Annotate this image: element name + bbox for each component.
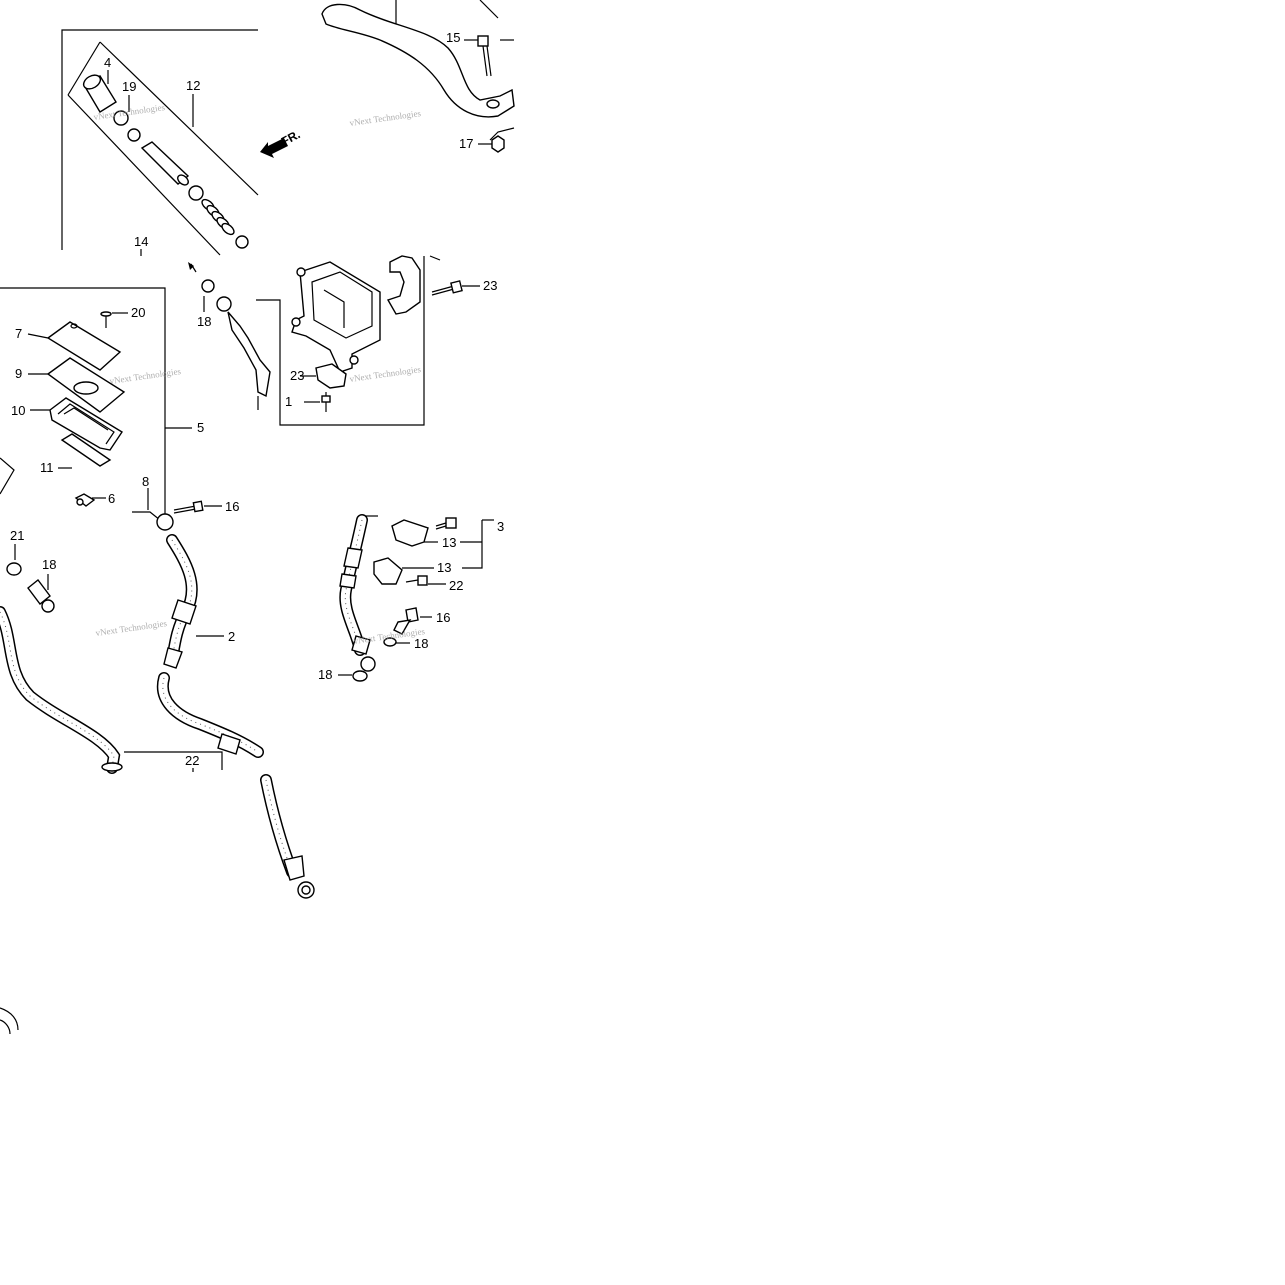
spring-part [201, 198, 235, 236]
callout-13-upper: 13 [442, 535, 456, 550]
callout-21: 1 [285, 394, 292, 409]
diaphragm-part: 10 [11, 397, 123, 451]
brake-lever-part [321, 0, 515, 141]
holder-bolt-part: 23 [431, 278, 497, 296]
circlip-part [113, 110, 129, 126]
hose-clamp-lower-part [373, 557, 403, 585]
lower-washer-part: 18 [318, 667, 368, 682]
lower-bolt-part: 16 [173, 499, 239, 514]
right-banjo-bolt-part: 16 [393, 607, 450, 635]
center-brake-hose-part: 8 2 [132, 474, 315, 899]
callout-20: 20 [131, 305, 145, 320]
left-banjo-bolt-part [27, 574, 55, 613]
callout-5: 5 [197, 420, 204, 435]
callout-9: 9 [15, 366, 22, 381]
master-cylinder-body-part [291, 261, 381, 373]
callout-7: 7 [15, 326, 22, 341]
switch-screw-part: 1 [285, 392, 331, 412]
watermark: vNext Technologies [349, 364, 422, 384]
callout-23-top: 23 [483, 278, 497, 293]
clamp-holder-part [386, 255, 421, 315]
right-washer-part: 18 [383, 636, 428, 651]
upper-hose-fitting-part [216, 296, 271, 410]
clamp-bolt-22-part: 22 [405, 575, 463, 593]
callout-10: 10 [11, 403, 25, 418]
master-cylinder-group: 23 23 1 [256, 255, 497, 426]
callout-14: 14 [134, 234, 148, 249]
callout-2: 2 [228, 629, 235, 644]
washer-part [127, 128, 141, 142]
boot-part [82, 74, 117, 113]
callout-12: 12 [186, 78, 200, 93]
callout-4: 4 [104, 55, 111, 70]
upper-washer-part: 18 [188, 262, 215, 329]
callout-1: 23 [290, 368, 304, 383]
callout-18-right: 18 [414, 636, 428, 651]
callout-3: 3 [497, 519, 504, 534]
reservoir-cap-group: 5 20 7 9 10 1 [0, 287, 204, 520]
spring-seat-part [235, 235, 249, 249]
callout-19: 19 [122, 79, 136, 94]
watermark: vNext Technologies [109, 366, 182, 386]
hose-clamp-bracket-22: 22 [124, 751, 223, 772]
right-hose-group: 3 13 13 22 16 18 18 [318, 514, 504, 682]
clamp-bolt-part [435, 517, 457, 530]
hose-clamp-upper-part [391, 519, 429, 547]
callout-8: 8 [142, 474, 149, 489]
cap-plate-part: 9 [15, 357, 126, 413]
pivot-nut-part: 17 [459, 135, 505, 153]
watermark: vNext Technologies [95, 618, 168, 638]
piston-kit-group: 4 19 12 14 [61, 29, 259, 256]
callout-6: 6 [108, 491, 115, 506]
callout-23-lower: 16 [225, 499, 239, 514]
cap-clip-part: 6 [74, 491, 115, 507]
left-washer-part [6, 562, 22, 576]
callout-18-upper: 18 [197, 314, 211, 329]
callout-11: 11 [40, 460, 54, 475]
callout-22-right: 22 [449, 578, 463, 593]
reservoir-cap-part [46, 321, 122, 371]
pivot-bolt-part: 15 [446, 30, 492, 77]
callout-16-left: 18 [42, 557, 56, 572]
front-direction-arrow: FR. [260, 127, 302, 158]
callout-18-left: 21 [10, 528, 24, 543]
callout-17: 17 [459, 136, 473, 151]
cap-screw-part: 20 [100, 305, 145, 328]
float-part: 11 [40, 433, 112, 475]
callout-15: 15 [446, 30, 460, 45]
watermark: vNext Technologies [349, 108, 422, 128]
callout-16-right: 16 [436, 610, 450, 625]
brake-switch-part: 23 [290, 363, 347, 389]
piston-part [140, 141, 190, 186]
callout-22-lower: 22 [185, 753, 199, 768]
left-hose-group: 21 18 [0, 457, 123, 1035]
callout-13-lower: 13 [437, 560, 451, 575]
callout-18-lower: 18 [318, 667, 332, 682]
cup-part [188, 185, 204, 201]
